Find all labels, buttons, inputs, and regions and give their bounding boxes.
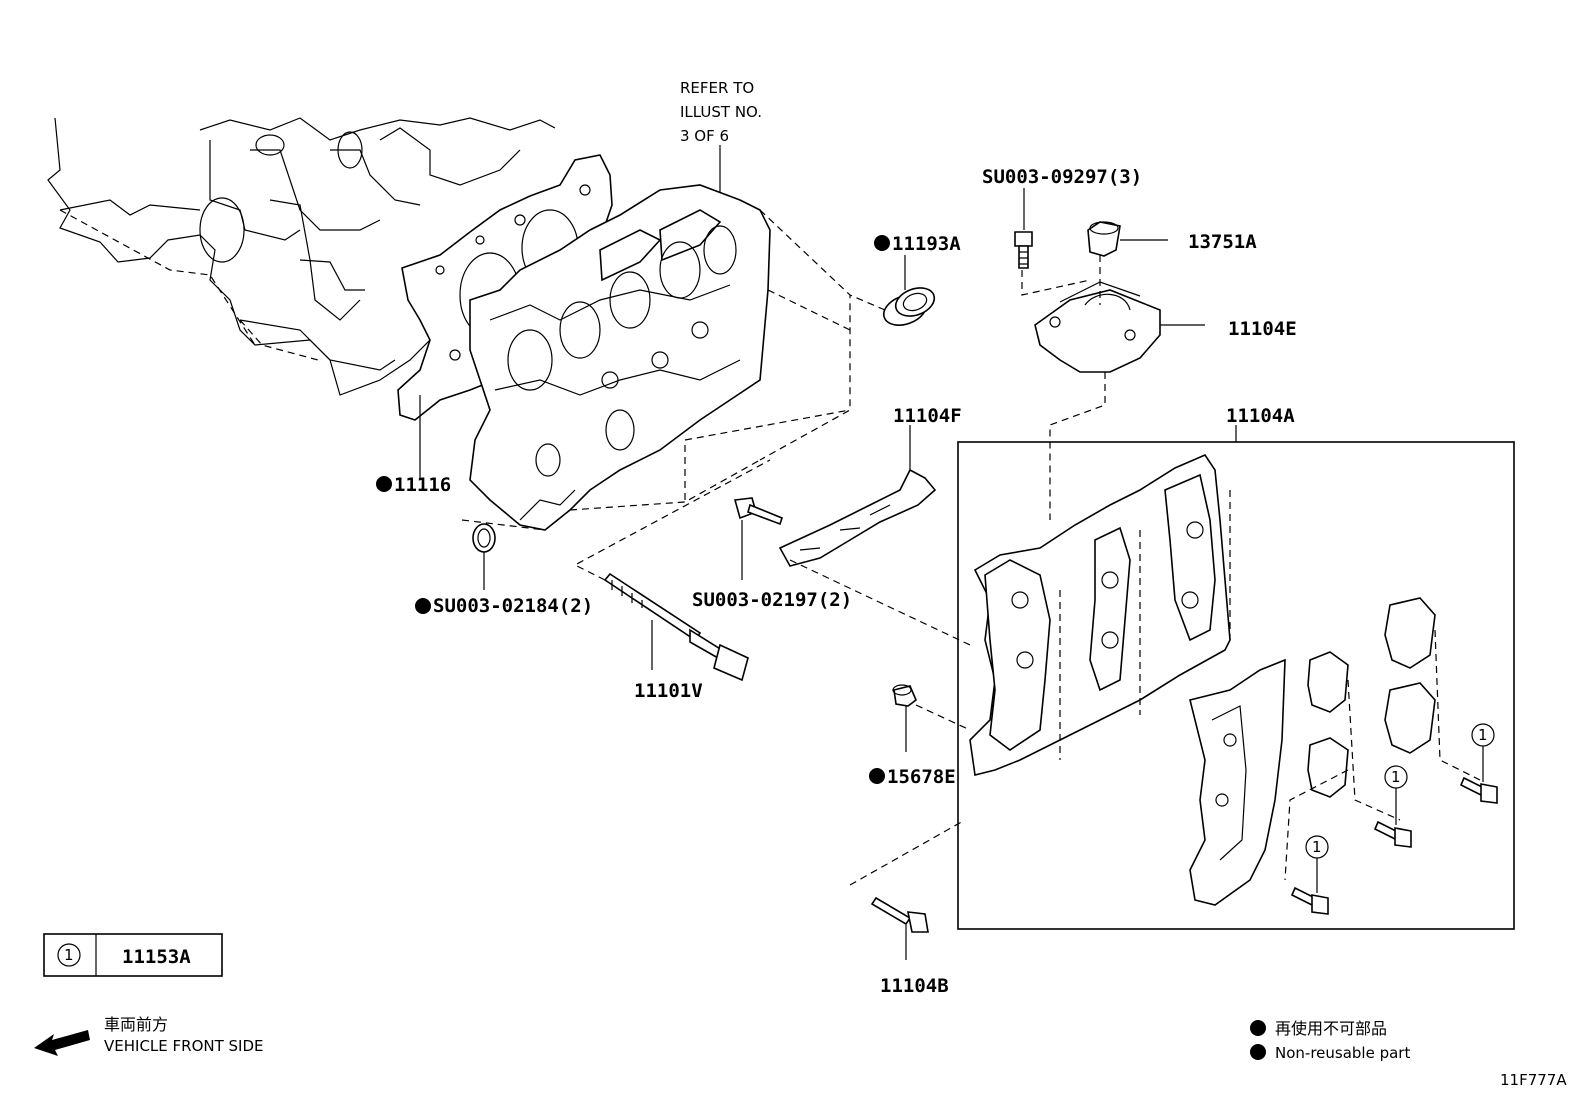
bolt-su003-02197 [733, 497, 783, 526]
callout-legend-table: 1 11153A [43, 933, 223, 977]
cam-cap-small-2 [1307, 737, 1349, 798]
bolt-callout-1a [1290, 835, 1329, 915]
front-arrow-icon [34, 1030, 90, 1056]
bolt-callout-1b [1373, 765, 1412, 848]
cylinder-head-illustration [469, 184, 771, 531]
front-label-jp: 車両前方 [104, 1015, 168, 1034]
cam-cap-small-3 [1384, 597, 1436, 669]
legend-label-en: Non-reusable part [1275, 1044, 1410, 1062]
label-su003-09297: SU003-09297(3) [982, 166, 1142, 188]
non-reusable-dot-11116 [376, 476, 392, 492]
label-su003-02197: SU003-02197(2) [692, 589, 852, 611]
label-11104E: 11104E [1228, 318, 1297, 340]
non-reusable-dot-11193A [874, 235, 890, 251]
label-11104A: 11104A [1226, 405, 1295, 427]
label-11104B: 11104B [880, 975, 949, 997]
refer-note-line3: 3 OF 6 [680, 127, 729, 145]
cam-cap-11104E [1034, 281, 1161, 373]
refer-note-line2: ILLUST NO. [680, 103, 762, 121]
cam-cap-small-1 [1307, 651, 1349, 713]
o-ring-su003-02184 [472, 523, 496, 553]
bolt-callout-1c [1459, 723, 1498, 804]
label-13751A: 13751A [1188, 231, 1257, 253]
gasket-11104F [778, 468, 937, 567]
side-housing-illustration [1189, 658, 1286, 906]
plug-15678E [892, 684, 917, 707]
front-label-en: VEHICLE FRONT SIDE [104, 1037, 264, 1055]
label-11193A: 11193A [892, 233, 961, 255]
refer-note-line1: REFER TO [680, 79, 754, 97]
non-reusable-dot-15678E [869, 768, 885, 784]
oil-seal-11193A [882, 287, 936, 326]
callout-legend-symbol: 1 [64, 946, 74, 964]
label-su003-02184: SU003-02184(2) [433, 595, 593, 617]
callout-legend-part: 11153A [122, 946, 191, 968]
non-reusable-legend: 再使用不可部品 Non-reusable part [1250, 1019, 1410, 1062]
vehicle-front-indicator: 車両前方 VEHICLE FRONT SIDE [34, 1015, 264, 1056]
cam-housing-illustration [969, 454, 1231, 776]
bolt-11104B [870, 896, 929, 933]
legend-label-jp: 再使用不可部品 [1275, 1019, 1387, 1038]
diagram-code: 11F777A [1500, 1071, 1567, 1089]
label-15678E: 15678E [887, 766, 956, 788]
callout-symbol-1c: 1 [1478, 726, 1488, 744]
bolt-su003-09297 [1014, 231, 1033, 269]
label-11101V: 11101V [634, 680, 703, 702]
plug-13751A [1087, 221, 1121, 257]
label-11116: 11116 [394, 474, 451, 496]
cam-cap-small-4 [1384, 682, 1436, 754]
head-bolt-11101V [603, 572, 749, 682]
label-11104F: 11104F [893, 405, 962, 427]
callout-symbol-1a: 1 [1312, 838, 1322, 856]
callout-symbol-1b: 1 [1391, 768, 1401, 786]
non-reusable-dot-su003-02184 [415, 598, 431, 614]
